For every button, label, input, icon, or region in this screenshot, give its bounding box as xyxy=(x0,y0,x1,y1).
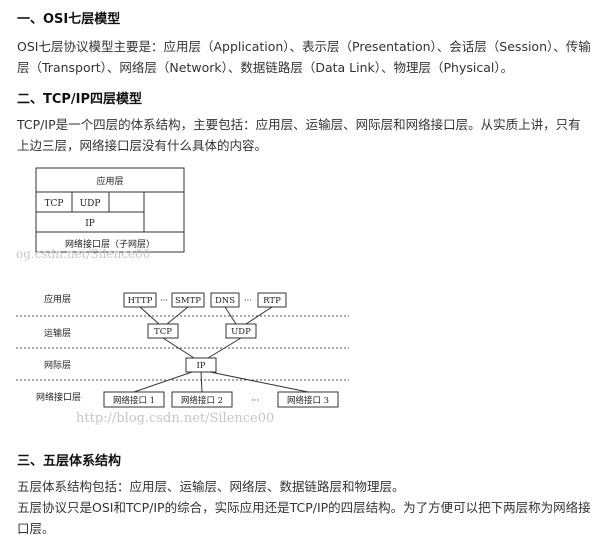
dots-1: ··· xyxy=(160,296,168,306)
dns-label: DNS xyxy=(215,296,235,306)
stack-outer-box xyxy=(35,167,185,253)
tcp-label: TCP xyxy=(154,327,172,337)
stack-app-layer-label: 应用层 xyxy=(96,175,123,187)
watermark-1: og.csdn.net/Silence00 xyxy=(16,247,150,261)
tcpip-stack-figure: 应用层 TCP UDP IP 网络接口层（子网层） og.csdn.net/Si… xyxy=(16,167,185,261)
section-heading-osi: 一、OSI七层模型 xyxy=(17,12,121,27)
watermark-2: http://blog.csdn.net/Silence00 xyxy=(76,411,274,426)
layer-label-app: 应用层 xyxy=(44,293,71,305)
stack-ip-label: IP xyxy=(85,219,95,229)
protocol-layer-diagram: 应用层 运输层 网际层 网络接口层 HTTP ··· SMTP DNS ··· … xyxy=(16,292,349,426)
paragraph-five-layer-1: 五层体系结构包括：应用层、运输层、网络层、数据链路层和物理层。 xyxy=(17,479,405,494)
if1-label: 网络接口 1 xyxy=(113,395,155,406)
ip-label: IP xyxy=(196,361,205,371)
stack-tcp-label: TCP xyxy=(45,199,64,209)
paragraph-tcpip: TCP/IP是一个四层的体系结构，主要包括：应用层、运输层、网际层和网络接口层。… xyxy=(17,117,581,153)
stack-udp-label: UDP xyxy=(80,199,101,209)
paragraph-five-layer-2: 五层协议只是OSI和TCP/IP的综合，实际应用还是TCP/IP的四层结构。为了… xyxy=(17,500,591,536)
http-label: HTTP xyxy=(128,296,153,306)
dots-3: ··· xyxy=(251,396,259,406)
if2-label: 网络接口 2 xyxy=(181,395,223,406)
layer-label-transport: 运输层 xyxy=(44,327,71,339)
if3-label: 网络接口 3 xyxy=(287,395,329,406)
layer-label-netif: 网络接口层 xyxy=(36,391,81,403)
section-heading-tcpip: 二、TCP/IP四层模型 xyxy=(17,92,143,107)
smtp-label: SMTP xyxy=(175,296,201,306)
layer-label-internet: 网际层 xyxy=(44,360,71,371)
udp-label: UDP xyxy=(231,327,251,337)
paragraph-osi: OSI七层协议模型主要是：应用层（Application）、表示层（Presen… xyxy=(17,39,591,75)
stack-netif-label: 网络接口层（子网层） xyxy=(65,238,155,250)
dots-2: ··· xyxy=(244,296,252,306)
section-heading-five-layer: 三、五层体系结构 xyxy=(17,454,122,469)
rtp-label: RTP xyxy=(263,296,281,306)
